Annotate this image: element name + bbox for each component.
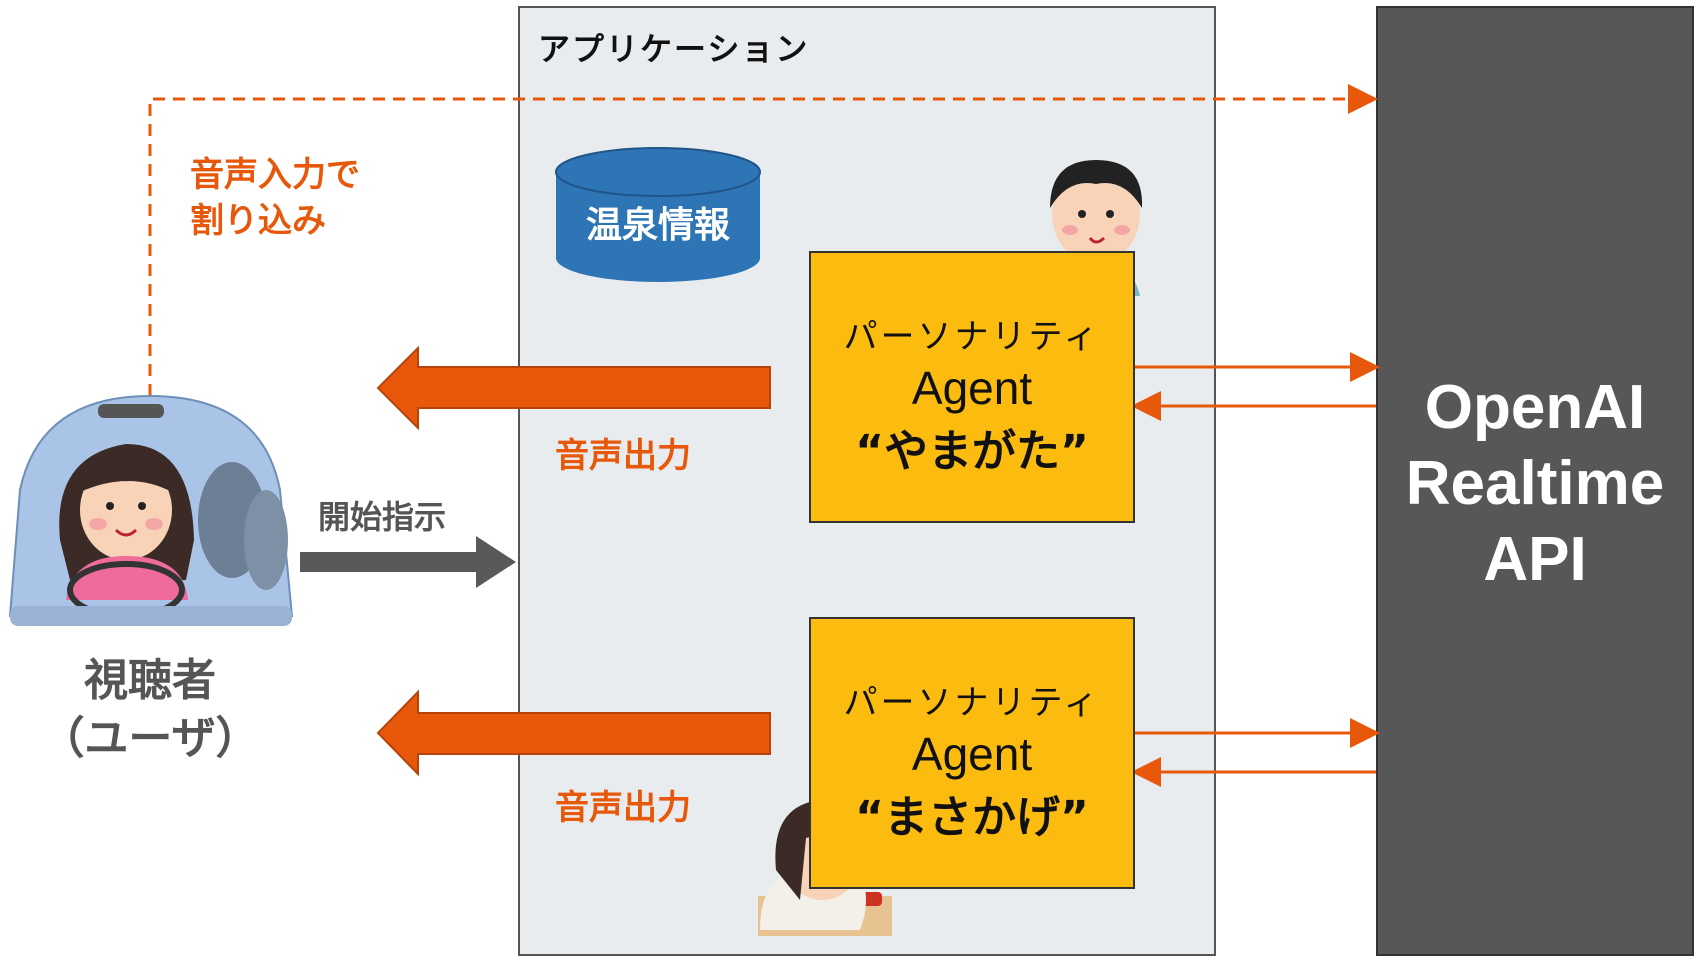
api-label: OpenAI Realtime API [1376, 370, 1694, 598]
voice-output-arrow-1 [376, 345, 771, 431]
database-label: 温泉情報 [585, 205, 730, 246]
start-arrow [300, 536, 516, 588]
interrupt-dashed-arrow [148, 84, 1378, 396]
api-label-line1: OpenAI [1424, 373, 1646, 442]
interrupt-label-line2: 割り込み [190, 201, 326, 241]
agent-box-yamagata: パーソナリティ Agent “やまがた” [809, 251, 1135, 523]
voice-output-label-1: 音声出力 [555, 436, 691, 476]
interrupt-label-line1: 音声入力で [190, 155, 360, 195]
user-label-line1: 視聴者 [84, 655, 216, 706]
voice-output-arrow-2 [376, 689, 771, 777]
database-icon [555, 147, 761, 282]
agent-word: Agent [911, 728, 1033, 780]
agent-word: Agent [911, 362, 1033, 414]
user-label-line2: （ユーザ） [40, 713, 260, 764]
user-label: 視聴者 （ユーザ） [40, 652, 260, 768]
openai-realtime-api-box [1376, 6, 1694, 956]
agent-name: “やまがた” [855, 426, 1089, 477]
agent-name: “まさかげ” [855, 792, 1089, 843]
api-label-line2: Realtime [1405, 449, 1665, 518]
start-instruction-label: 開始指示 [318, 498, 447, 536]
agent-role: パーソナリティ [843, 683, 1101, 723]
agent-box-masakage: パーソナリティ Agent “まさかげ” [809, 617, 1135, 889]
agent-role: パーソナリティ [843, 317, 1101, 357]
voice-output-label-2: 音声出力 [555, 788, 691, 828]
interrupt-label: 音声入力で 割り込み [190, 152, 360, 244]
driver-user-illustration [8, 394, 294, 626]
api-label-line3: API [1483, 525, 1587, 594]
application-title: アプリケーション [538, 30, 810, 68]
